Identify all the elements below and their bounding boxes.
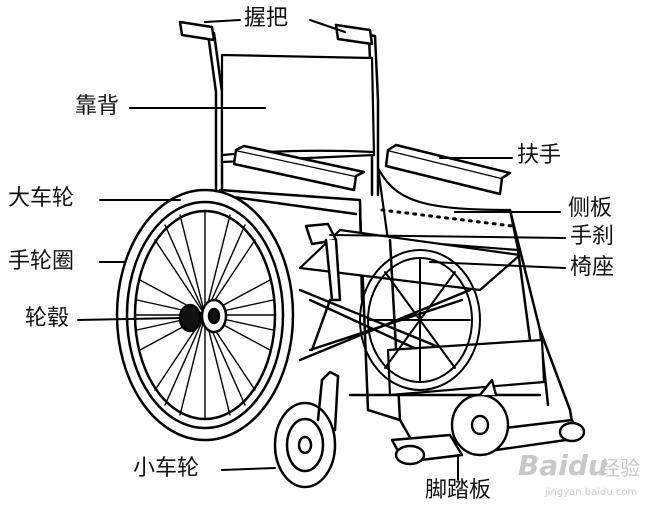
brake-lever bbox=[304, 222, 342, 352]
label-hand-rim: 手轮圈 bbox=[8, 249, 75, 274]
far-wheel bbox=[359, 249, 481, 391]
hub-detail bbox=[178, 298, 228, 334]
front-caster-left bbox=[273, 370, 340, 489]
watermark-brand: Baidu bbox=[518, 449, 608, 482]
grip-handles bbox=[178, 20, 374, 46]
left-armrest bbox=[232, 144, 366, 192]
leader-lines bbox=[77, 19, 566, 481]
label-armrest: 扶手 bbox=[517, 143, 562, 168]
big-wheel bbox=[115, 188, 295, 442]
label-caster: 小车轮 bbox=[133, 456, 200, 481]
label-brake: 手刹 bbox=[570, 224, 615, 249]
right-armrest bbox=[384, 143, 512, 196]
label-hub: 轮毂 bbox=[25, 306, 70, 331]
front-caster-right bbox=[450, 378, 510, 457]
watermark-text: 经验 bbox=[600, 456, 640, 480]
label-footrest: 脚踏板 bbox=[425, 478, 492, 503]
label-side-panel: 侧板 bbox=[568, 196, 613, 221]
backrest-panel bbox=[220, 53, 376, 164]
watermark-url: jingyan.baidu.com bbox=[545, 487, 638, 498]
label-seat: 椅座 bbox=[570, 255, 615, 280]
label-backrest: 靠背 bbox=[75, 94, 120, 119]
label-grip: 握把 bbox=[244, 6, 289, 31]
label-big-wheel: 大车轮 bbox=[8, 186, 75, 211]
